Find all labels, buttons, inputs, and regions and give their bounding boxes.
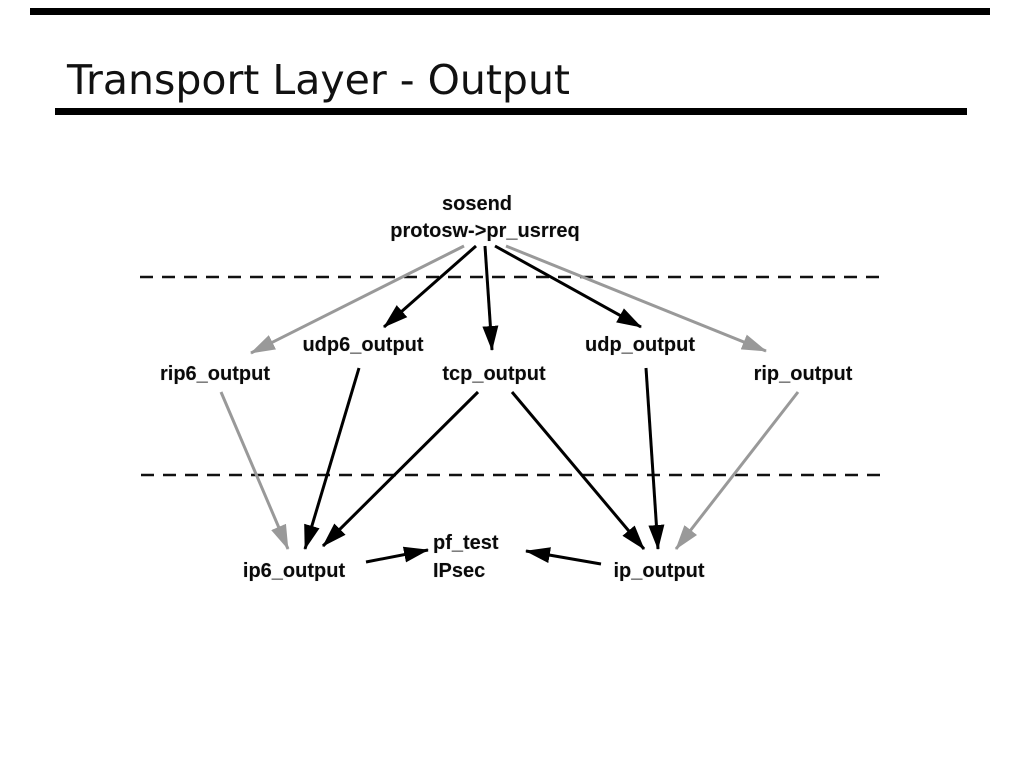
node-rip-output: rip_output <box>753 363 853 385</box>
title-underline-rule <box>55 108 967 115</box>
edge-pr-usrreq-to-udp6-output <box>383 244 477 329</box>
edge-tcp-output-to-ip6-output <box>321 390 480 548</box>
edge-tcp-output-to-ip-output <box>510 391 646 550</box>
edge-udp6-output-to-ip6-output <box>303 367 361 550</box>
node-ipsec: IPsec <box>433 560 486 582</box>
edge-pr-usrreq-to-tcp-output <box>482 245 499 351</box>
node-udp6-output: udp6_output <box>302 334 424 356</box>
edge-pr-usrreq-to-udp-output <box>494 244 642 329</box>
edge-rip6-output-to-ip6-output <box>219 391 290 550</box>
node-tcp-output: tcp_output <box>442 363 546 385</box>
node-sosend: sosend <box>441 193 513 215</box>
edge-ip6-output-to-pf-test <box>365 546 429 564</box>
node-pf-test: pf_test <box>433 532 499 554</box>
node-rip6-output: rip6_output <box>160 363 270 385</box>
node-pr-usrreq: protosw->pr_usrreq <box>390 220 580 242</box>
top-border-bar <box>30 8 990 15</box>
edge-rip-output-to-ip-output <box>674 391 800 550</box>
edge-udp-output-to-ip-output <box>644 367 665 550</box>
node-ip-output: ip_output <box>613 560 705 582</box>
node-udp-output: udp_output <box>585 334 695 356</box>
slide-title: Transport Layer - Output <box>67 56 571 104</box>
node-ip6-output: ip6_output <box>242 560 346 582</box>
edge-pr-usrreq-to-rip-output <box>505 244 767 353</box>
edge-pr-usrreq-to-rip6-output <box>250 244 465 355</box>
edge-ip-output-to-pf-test <box>525 547 602 566</box>
